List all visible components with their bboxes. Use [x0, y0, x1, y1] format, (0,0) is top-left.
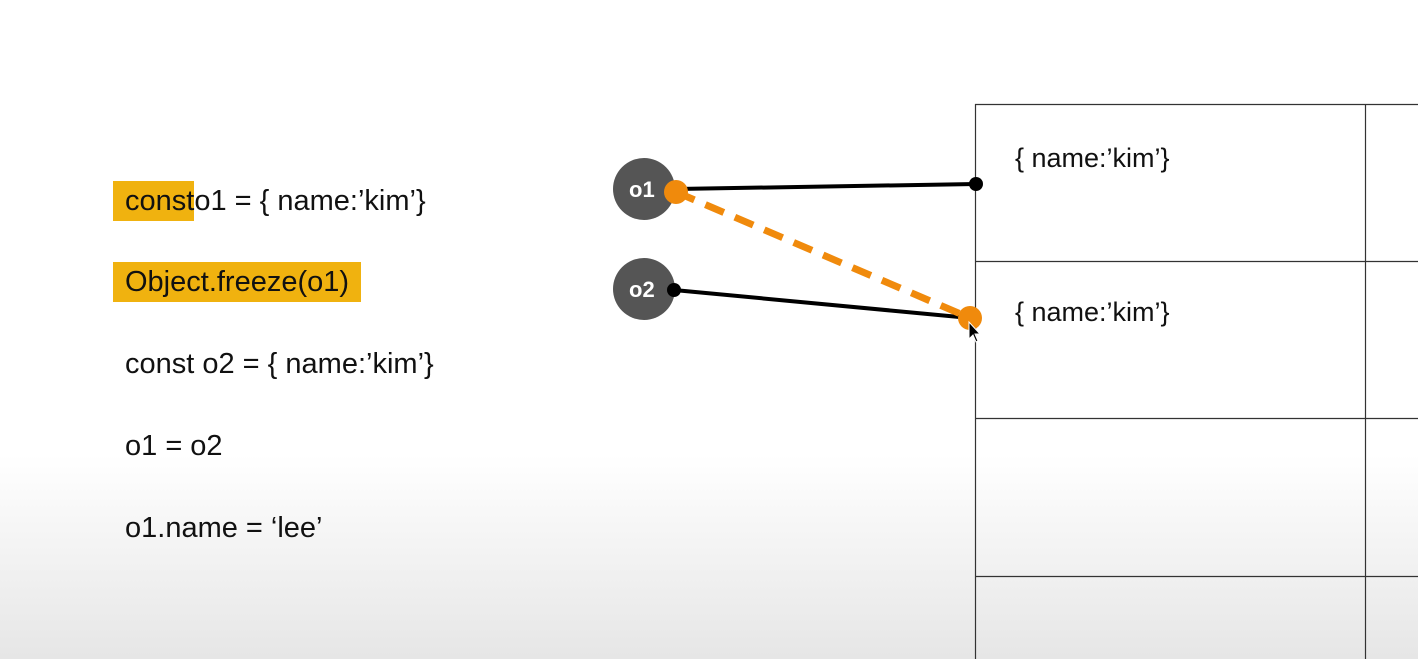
object-freeze-highlight: Object.freeze(o1) — [113, 262, 362, 302]
o2-label: o2 — [629, 277, 655, 302]
o1-reference-endpoint-dot — [969, 177, 983, 191]
mouse-cursor-icon — [968, 320, 982, 343]
variable-o1: o1 — [613, 158, 675, 220]
code-line-name-assign: o1.name = ‘lee’ — [113, 508, 323, 548]
memory-cell-1-value: { name:’kim’} — [1015, 143, 1170, 173]
code-line-object-freeze: Object.freeze(o1) — [113, 262, 362, 302]
memory-table — [974, 103, 1418, 659]
code-line-4-text: o1 = o2 — [125, 430, 223, 462]
o1-attempted-reassign-dashed-line — [674, 188, 972, 322]
code-line-reassign: o1 = o2 — [113, 426, 223, 466]
o2-circle — [613, 258, 675, 320]
o1-original-reference-line — [675, 182, 977, 191]
code-line-const-o2: const o2 = { name:’kim’} — [113, 344, 434, 384]
o1-label: o1 — [629, 177, 655, 202]
o1-drag-target-dot[interactable] — [958, 306, 982, 330]
memory-cell-2-value: { name:’kim’} — [1015, 297, 1170, 327]
o2-reference-line — [673, 288, 971, 320]
o2-start-dot — [667, 283, 681, 297]
code-line-5-text: o1.name = ‘lee’ — [125, 512, 323, 544]
variable-o2: o2 — [613, 258, 675, 320]
code-line-1-rest: o1 = { name:’kim’} — [194, 185, 426, 217]
o1-circle — [613, 158, 675, 220]
code-line-const-o1: consto1 = { name:’kim’} — [113, 181, 426, 221]
code-line-3-text: const o2 = { name:’kim’} — [125, 348, 434, 380]
const-keyword-highlight: const — [113, 181, 195, 221]
o1-drag-handle-dot[interactable] — [664, 180, 688, 204]
